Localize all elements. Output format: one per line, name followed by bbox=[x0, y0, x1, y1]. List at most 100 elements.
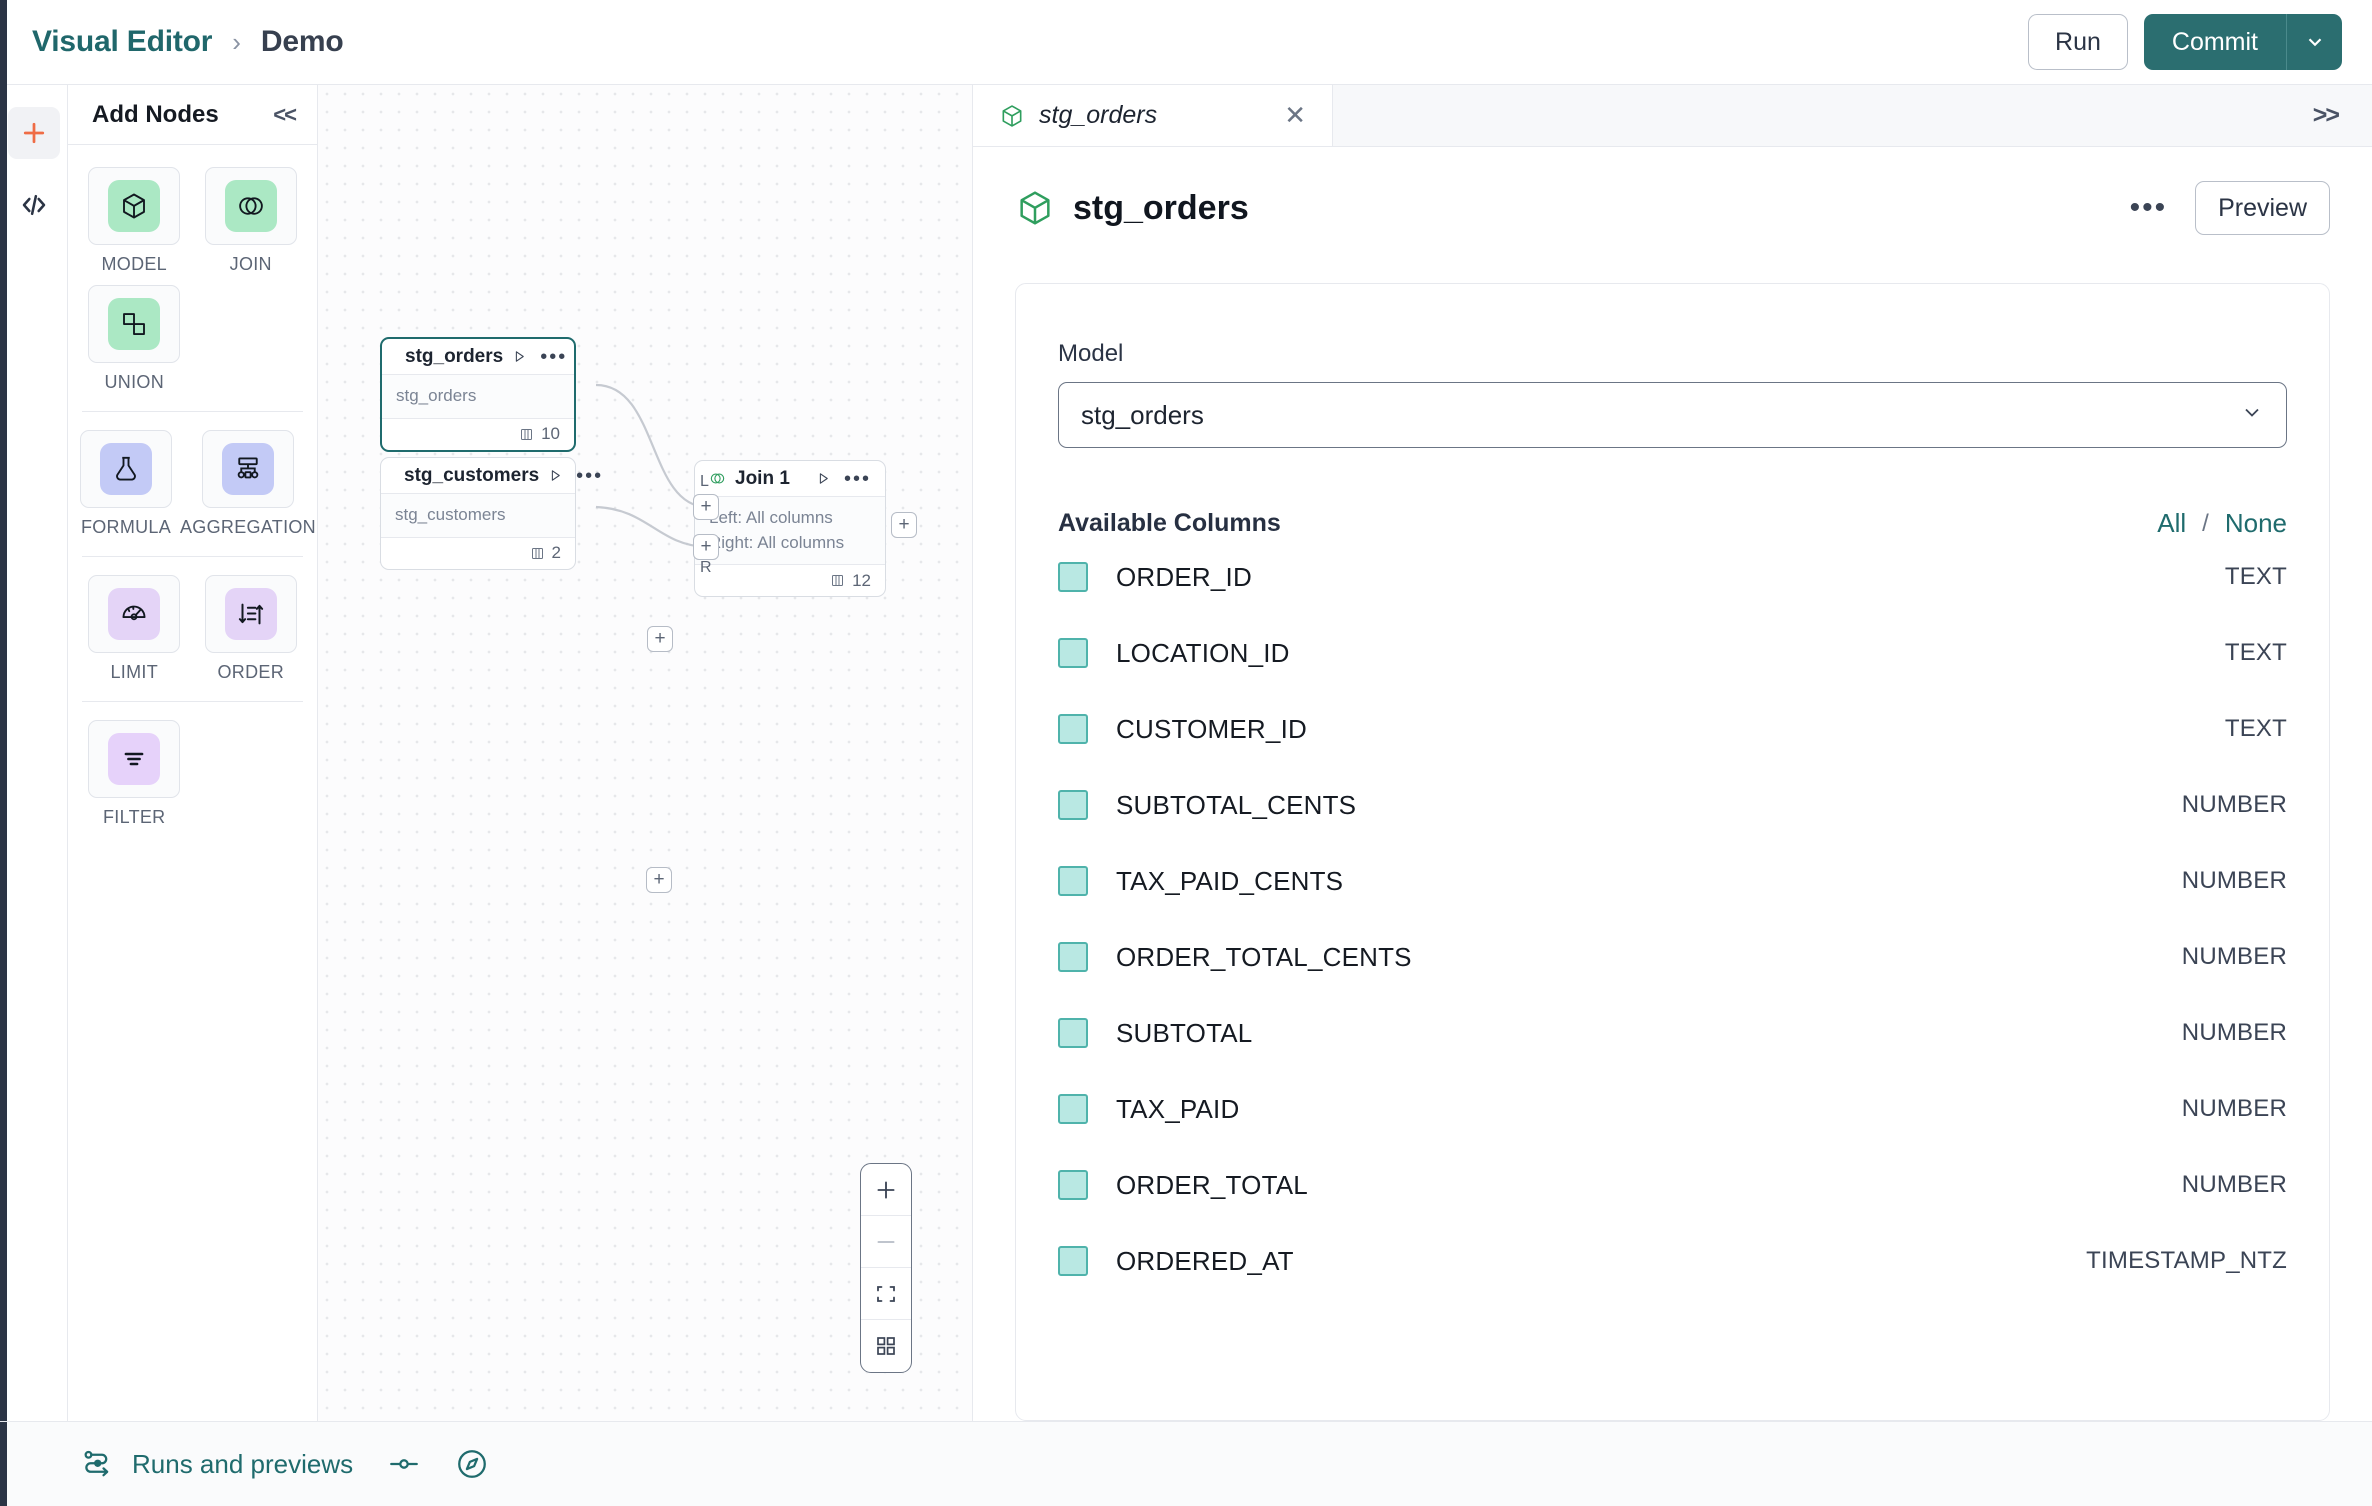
column-checkbox[interactable] bbox=[1058, 714, 1088, 744]
output-port-stg-customers[interactable]: + bbox=[646, 867, 672, 893]
join-left-summary: Left: All columns bbox=[709, 508, 833, 527]
column-checkbox[interactable] bbox=[1058, 866, 1088, 896]
select-none-link[interactable]: None bbox=[2224, 508, 2287, 538]
preview-button[interactable]: Preview bbox=[2195, 181, 2330, 235]
table-row[interactable]: CUSTOMER_ID TEXT bbox=[1058, 691, 2287, 767]
input-port-join-left[interactable]: + bbox=[693, 494, 719, 520]
divider bbox=[82, 556, 303, 557]
node-title: Join 1 bbox=[735, 467, 790, 489]
node-type-aggregation[interactable]: AGGREGATION bbox=[180, 430, 316, 538]
run-button[interactable]: Run bbox=[2028, 14, 2128, 70]
column-name: LOCATION_ID bbox=[1116, 637, 1290, 668]
table-row[interactable]: ORDERED_AT TIMESTAMP_NTZ bbox=[1058, 1223, 2287, 1299]
add-node-rail-button[interactable] bbox=[7, 107, 60, 159]
canvas-node-stg-orders[interactable]: stg_orders ••• stg_orders 10 + bbox=[380, 337, 673, 652]
column-checkbox[interactable] bbox=[1058, 1094, 1088, 1124]
play-icon[interactable] bbox=[816, 471, 831, 486]
canvas-node-join-1[interactable]: Join 1 ••• Left: All columns Right: All … bbox=[694, 460, 886, 598]
column-checkbox[interactable] bbox=[1058, 638, 1088, 668]
topbar-actions: Run Commit bbox=[2028, 14, 2342, 70]
column-checkbox[interactable] bbox=[1058, 1246, 1088, 1276]
table-row[interactable]: ORDER_TOTAL_CENTS NUMBER bbox=[1058, 919, 2287, 995]
details-header: stg_orders ••• Preview bbox=[973, 147, 2372, 235]
commit-dropdown-button[interactable] bbox=[2286, 14, 2342, 70]
node-type-order[interactable]: ORDER bbox=[197, 575, 306, 683]
column-checkbox[interactable] bbox=[1058, 562, 1088, 592]
available-columns-title: Available Columns bbox=[1058, 509, 1281, 537]
table-row[interactable]: LOCATION_ID TEXT bbox=[1058, 615, 2287, 691]
expand-panel-button[interactable]: >> bbox=[2312, 101, 2340, 129]
columns-icon bbox=[531, 547, 543, 559]
node-body: Left: All columns Right: All columns bbox=[695, 497, 885, 565]
close-icon[interactable]: ✕ bbox=[1284, 100, 1306, 130]
column-checkbox[interactable] bbox=[1058, 1170, 1088, 1200]
column-type: TEXT bbox=[2224, 563, 2287, 590]
input-port-join-right[interactable]: + bbox=[693, 534, 719, 560]
select-all-link[interactable]: All bbox=[2157, 508, 2187, 538]
output-port-stg-orders[interactable]: + bbox=[647, 626, 673, 652]
output-port-join-1[interactable]: + bbox=[891, 512, 917, 538]
node-type-formula[interactable]: FORMULA bbox=[80, 430, 172, 538]
minimap-toggle-button[interactable] bbox=[861, 1320, 911, 1372]
column-name: ORDERED_AT bbox=[1116, 1245, 1294, 1276]
column-name: TAX_PAID_CENTS bbox=[1116, 865, 1344, 896]
node-group-modifiers: LIMIT ORDER bbox=[68, 575, 317, 683]
node-type-label: UNION bbox=[104, 372, 164, 392]
node-title: stg_orders bbox=[405, 345, 504, 367]
node-type-filter[interactable]: FILTER bbox=[80, 720, 189, 828]
column-checkbox[interactable] bbox=[1058, 790, 1088, 820]
node-type-label: AGGREGATION bbox=[180, 517, 316, 537]
model-config-card: Model stg_orders Available Columns All /… bbox=[1015, 283, 2330, 1421]
explore-button[interactable] bbox=[455, 1447, 489, 1481]
column-type: TIMESTAMP_NTZ bbox=[2086, 1247, 2287, 1274]
more-options-button[interactable]: ••• bbox=[2129, 191, 2168, 224]
column-name: CUSTOMER_ID bbox=[1116, 713, 1307, 744]
column-checkbox[interactable] bbox=[1058, 1018, 1088, 1048]
top-bar: Visual Editor › Demo Run Commit bbox=[0, 0, 2372, 85]
node-body: stg_orders bbox=[382, 375, 574, 418]
node-more-button[interactable]: ••• bbox=[540, 345, 568, 368]
column-type: NUMBER bbox=[2181, 943, 2287, 970]
available-columns-header: Available Columns All / None bbox=[1058, 508, 2287, 539]
node-group-sources: MODEL JOIN bbox=[68, 167, 317, 393]
code-rail-button[interactable] bbox=[8, 179, 60, 231]
commit-button-group: Commit bbox=[2143, 14, 2342, 70]
table-row[interactable]: TAX_PAID_CENTS NUMBER bbox=[1058, 843, 2287, 919]
toggle-button[interactable] bbox=[387, 1447, 421, 1481]
runs-and-previews-button[interactable]: Runs and previews bbox=[80, 1447, 353, 1481]
zoom-out-button[interactable] bbox=[861, 1216, 911, 1268]
node-column-count: 10 bbox=[541, 424, 560, 444]
node-more-button[interactable]: ••• bbox=[843, 467, 871, 490]
column-type: NUMBER bbox=[2181, 1171, 2287, 1198]
table-row[interactable]: SUBTOTAL NUMBER bbox=[1058, 995, 2287, 1071]
venn-icon bbox=[238, 197, 263, 215]
table-row[interactable]: ORDER_ID TEXT bbox=[1058, 539, 2287, 615]
node-type-join[interactable]: JOIN bbox=[197, 167, 306, 275]
play-icon[interactable] bbox=[548, 468, 563, 483]
flow-canvas[interactable]: stg_orders ••• stg_orders 10 + stg_cu bbox=[318, 85, 972, 1421]
zoom-in-button[interactable] bbox=[861, 1164, 911, 1216]
table-row[interactable]: ORDER_TOTAL NUMBER bbox=[1058, 1147, 2287, 1223]
commit-button[interactable]: Commit bbox=[2143, 14, 2286, 70]
tab-stg-orders[interactable]: stg_orders ✕ bbox=[973, 85, 1333, 146]
node-more-button[interactable]: ••• bbox=[576, 464, 604, 487]
slider-icon bbox=[390, 1459, 419, 1469]
breadcrumb-root[interactable]: Visual Editor bbox=[32, 25, 213, 58]
chip bbox=[224, 588, 277, 640]
node-type-model[interactable]: MODEL bbox=[80, 167, 189, 275]
model-select-value: stg_orders bbox=[1081, 399, 1204, 430]
chip bbox=[108, 298, 161, 350]
fit-view-button[interactable] bbox=[861, 1268, 911, 1320]
column-name: ORDER_ID bbox=[1116, 561, 1252, 592]
edge-customers-to-join bbox=[595, 505, 707, 549]
column-checkbox[interactable] bbox=[1058, 942, 1088, 972]
node-type-union[interactable]: UNION bbox=[80, 285, 189, 393]
table-row[interactable]: SUBTOTAL_CENTS NUMBER bbox=[1058, 767, 2287, 843]
canvas-node-stg-customers[interactable]: stg_customers ••• stg_customers 2 + bbox=[380, 457, 672, 893]
table-row[interactable]: TAX_PAID NUMBER bbox=[1058, 1071, 2287, 1147]
play-icon[interactable] bbox=[512, 349, 527, 364]
node-type-limit[interactable]: LIMIT bbox=[80, 575, 189, 683]
model-select[interactable]: stg_orders bbox=[1058, 382, 2287, 448]
collapse-panel-button[interactable]: << bbox=[273, 101, 297, 127]
node-footer: 10 bbox=[382, 417, 574, 450]
